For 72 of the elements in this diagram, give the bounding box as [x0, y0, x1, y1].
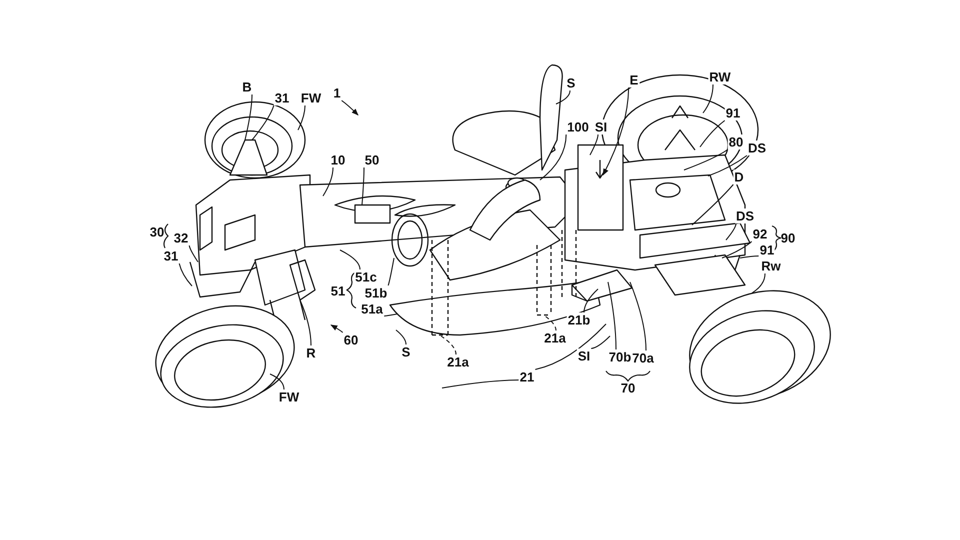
leader-arrow: [341, 100, 358, 116]
reference-label: S: [566, 76, 576, 90]
leader-line: [396, 330, 406, 345]
reference-label: 70: [620, 380, 636, 396]
leader-line: [692, 184, 734, 226]
reference-label: 92: [752, 226, 768, 242]
leader-line: [726, 223, 736, 240]
reference-label: 31: [274, 90, 290, 106]
leader-line: [722, 241, 752, 258]
reference-label: SI: [594, 120, 608, 134]
leader-line: [684, 149, 728, 170]
leader-line: [178, 263, 192, 286]
reference-label: 91: [724, 106, 742, 120]
reference-label: 90: [780, 230, 796, 246]
leader-line: [702, 84, 714, 114]
leader-line: [556, 90, 570, 104]
leader-line: [534, 324, 606, 370]
reference-label: 31: [162, 248, 180, 264]
reference-label: 21: [518, 370, 536, 384]
reference-label: RW: [708, 70, 732, 84]
reference-label: D: [733, 170, 745, 184]
reference-label: 60: [342, 332, 360, 348]
leader-line: [322, 167, 334, 196]
reference-label: 21b: [566, 312, 592, 328]
reference-label: 70b: [608, 350, 632, 364]
leader-line: [590, 336, 610, 349]
leader-line: [442, 380, 520, 388]
leader-line: [300, 300, 312, 346]
reference-label: FW: [278, 390, 300, 404]
reference-label: 51a: [360, 302, 384, 316]
reference-label: DS: [746, 140, 768, 156]
reference-label: FW: [300, 90, 322, 106]
reference-label: 32: [172, 230, 190, 246]
leader-line: [608, 282, 616, 350]
leader-line: [362, 167, 364, 206]
reference-label: 50: [364, 152, 380, 168]
reference-label: DS: [734, 208, 756, 224]
leader-line: [298, 105, 306, 130]
leader-line: [388, 258, 394, 286]
reference-label: 51c: [354, 270, 378, 284]
reference-label: 100: [566, 120, 590, 134]
reference-label: 70a: [631, 350, 655, 366]
reference-label: 51: [330, 284, 346, 298]
reference-label: 21a: [543, 330, 567, 346]
leader-line: [440, 336, 456, 355]
reference-label: 80: [728, 134, 744, 150]
leader-line: [544, 316, 556, 331]
leader-line: [708, 155, 748, 176]
leader-line: [630, 282, 646, 351]
leader-line: [270, 374, 284, 390]
leader-line: [700, 120, 726, 148]
reference-label: 51b: [364, 286, 388, 300]
reference-label: B: [241, 80, 253, 94]
leader-arrow: [602, 87, 630, 176]
leader-line: [740, 256, 760, 258]
leader-line: [340, 250, 360, 270]
reference-label: 30: [148, 224, 166, 240]
reference-label: S: [400, 344, 412, 360]
reference-label: 10: [330, 152, 346, 168]
leader-line: [584, 288, 598, 313]
reference-label: 21a: [446, 354, 470, 370]
leader-line: [590, 134, 598, 156]
reference-label: E: [628, 72, 640, 88]
leader-arrow: [330, 324, 344, 333]
leader-line: [188, 245, 198, 262]
reference-label: Rw: [760, 258, 782, 274]
reference-label: R: [305, 346, 317, 360]
leader-line: [383, 314, 398, 316]
reference-label: 1: [332, 86, 342, 100]
reference-label: SI: [576, 348, 592, 364]
reference-label: 91: [758, 242, 776, 258]
leader-line: [752, 273, 766, 294]
